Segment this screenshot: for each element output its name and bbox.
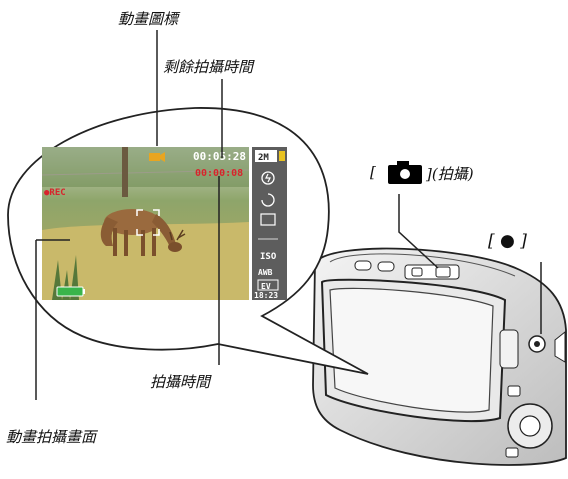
lcd-preview: ●REC 00:05:28 00:00:08 2M ISO AWB EV 18:… — [41, 147, 287, 300]
focus-frame — [136, 209, 160, 236]
status-panel — [252, 147, 287, 300]
callout-shutter-prefix: [ — [370, 163, 376, 181]
ev-box — [257, 279, 279, 291]
fence-wire — [41, 169, 250, 176]
leader-shutter — [398, 194, 439, 269]
leader-lines — [35, 30, 542, 400]
image-size-badge: 2M — [255, 150, 285, 163]
movie-button-dot — [534, 341, 540, 347]
flash-icon — [261, 171, 275, 185]
remaining-time-readout: 00:05:28 — [193, 150, 246, 163]
fence-post — [122, 147, 128, 197]
awb-label: AWB — [258, 268, 273, 277]
deer — [100, 209, 186, 256]
face-detect-icon — [260, 213, 276, 226]
callout-remaining-time: 剩餘拍攝時間 — [163, 58, 254, 76]
battery-icon — [56, 286, 85, 297]
iso-label: ISO — [260, 252, 277, 262]
image-size-text: 2M — [258, 153, 269, 163]
callout-movie-screen: 動畫拍攝畫面 — [6, 428, 97, 446]
camera-icon — [388, 161, 422, 184]
callout-recording-time: 拍攝時間 — [150, 373, 211, 391]
shutter-button[interactable] — [435, 266, 451, 278]
callout-shutter-suffix: ](拍攝) — [426, 165, 474, 183]
grass-field — [42, 222, 249, 300]
bs-button[interactable] — [505, 447, 519, 458]
set-button[interactable] — [519, 415, 541, 437]
play-button[interactable] — [411, 267, 423, 277]
camera-illustration — [312, 247, 567, 466]
strap-holder — [554, 330, 566, 363]
movie-icon — [149, 152, 165, 162]
callout-movie-button: [ ● ] — [488, 231, 527, 251]
callout-movie-icon: 動畫圖標 — [118, 10, 179, 28]
tree-line — [42, 147, 249, 187]
rec-indicator: ●REC — [44, 188, 66, 198]
top-button-2[interactable] — [377, 261, 395, 272]
self-timer-icon — [261, 193, 275, 207]
menu-button[interactable] — [507, 385, 521, 397]
recording-time-readout: 00:00:08 — [195, 168, 243, 179]
camera-monitor-glass — [329, 287, 494, 413]
top-button-1[interactable] — [354, 260, 372, 271]
clock-readout: 18:23 — [254, 291, 278, 300]
flash-icon-bolt — [265, 173, 271, 183]
zoom-rocker[interactable] — [499, 329, 519, 369]
ev-label: EV — [261, 282, 271, 291]
camera-top-edge — [329, 253, 516, 277]
